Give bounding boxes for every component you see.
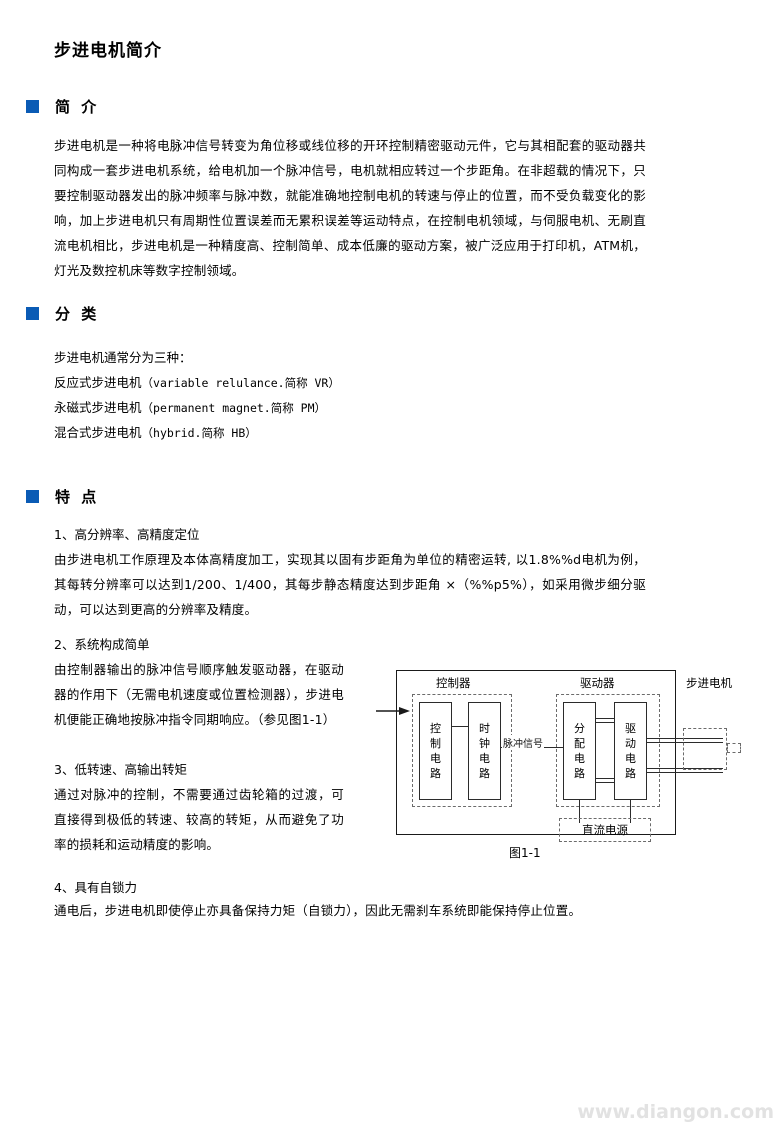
system-outer-box bbox=[396, 670, 676, 835]
feature-2-body: 由控制器输出的脉冲信号顺序触发驱动器，在驱动器的作用下（无需电机速度或位置检测器… bbox=[54, 662, 344, 727]
controller-group-label: 控制器 bbox=[436, 676, 471, 690]
block-drive-circuit-label: 驱动电路 bbox=[625, 722, 636, 780]
stepper-motor-shaft bbox=[727, 743, 741, 753]
section-marker-icon bbox=[26, 490, 39, 503]
pulse-signal-label: 脉冲信号 bbox=[502, 735, 544, 750]
section-title-intro: 简 介 bbox=[55, 98, 100, 116]
classification-item-cn: 反应式步进电机 bbox=[54, 375, 142, 390]
block-distribution-circuit-label: 分配电路 bbox=[574, 722, 585, 780]
driver-group-label: 驱动器 bbox=[580, 676, 615, 690]
classification-lead: 步进电机通常分为三种： bbox=[54, 350, 192, 365]
feature-3-heading: 3、低转速、高输出转矩 bbox=[54, 762, 187, 777]
block-clock-circuit: 时钟电路 bbox=[468, 702, 501, 800]
feature-1-heading: 1、高分辨率、高精度定位 bbox=[54, 527, 200, 542]
classification-item: 反应式步进电机（variable relulance.简称 VR） bbox=[54, 370, 340, 396]
figure-caption: 图1-1 bbox=[509, 846, 541, 860]
section-title-features: 特 点 bbox=[55, 488, 100, 506]
block-clock-circuit-label: 时钟电路 bbox=[479, 722, 490, 780]
input-arrow-icon bbox=[376, 707, 410, 715]
block-dc-power: 直流电源 bbox=[559, 818, 651, 842]
feature-4-body: 通电后，步进电机即使停止亦具备保持力矩（自锁力），因此无需刹车系统即能保持停止位… bbox=[54, 903, 582, 918]
motor-wire-1b bbox=[647, 742, 723, 743]
classification-item: 混合式步进电机（hybrid.简称 HB） bbox=[54, 420, 257, 446]
block-dc-power-label: 直流电源 bbox=[582, 823, 628, 837]
link-dist-drive-top-b bbox=[596, 722, 614, 723]
section-marker-icon bbox=[26, 307, 39, 320]
stepper-motor-label: 步进电机 bbox=[686, 676, 732, 690]
page-title: 步进电机简介 bbox=[54, 41, 162, 61]
classification-item-en: （permanent magnet.简称 PM） bbox=[141, 401, 326, 415]
motor-wire-2b bbox=[647, 772, 723, 773]
link-drive-dcpower bbox=[630, 800, 632, 823]
motor-wire-2a bbox=[647, 768, 723, 769]
classification-item-cn: 混合式步进电机 bbox=[54, 425, 142, 440]
section-marker-icon bbox=[26, 100, 39, 113]
feature-3-body: 通过对脉冲的控制，不需要通过齿轮箱的过渡，可直接得到极低的转速、较高的转矩，从而… bbox=[54, 787, 344, 852]
motor-wire-1a bbox=[647, 738, 723, 739]
block-diagram-figure: 控制器 控制电路 时钟电路 脉冲信号 驱动器 分配电路 驱动电路 直流电源 bbox=[376, 648, 768, 863]
link-dist-drive-bottom-a bbox=[596, 778, 614, 779]
classification-item: 永磁式步进电机（permanent magnet.简称 PM） bbox=[54, 395, 326, 421]
block-distribution-circuit: 分配电路 bbox=[563, 702, 596, 800]
link-dist-drive-top-a bbox=[596, 718, 614, 719]
block-control-circuit: 控制电路 bbox=[419, 702, 452, 800]
block-control-circuit-label: 控制电路 bbox=[430, 722, 441, 780]
feature-1-body: 由步进电机工作原理及本体高精度加工，实现其以固有步距角为单位的精密运转, 以1.… bbox=[54, 552, 646, 617]
driver-group-box bbox=[556, 694, 660, 807]
link-control-clock bbox=[452, 726, 468, 728]
feature-4-heading: 4、具有自锁力 bbox=[54, 880, 137, 895]
section-title-classification: 分 类 bbox=[55, 305, 100, 323]
site-watermark: www.diangon.com bbox=[577, 1101, 774, 1123]
classification-item-en: （hybrid.简称 HB） bbox=[141, 426, 257, 440]
intro-paragraph: 步进电机是一种将电脉冲信号转变为角位移或线位移的开环控制精密驱动元件，它与其相配… bbox=[54, 138, 646, 278]
section-heading-classification: 分 类 bbox=[26, 303, 99, 324]
section-heading-features: 特 点 bbox=[26, 486, 99, 507]
block-drive-circuit: 驱动电路 bbox=[614, 702, 647, 800]
classification-item-en: （variable relulance.简称 VR） bbox=[141, 376, 340, 390]
link-dist-dcpower bbox=[579, 800, 581, 823]
feature-2-heading: 2、系统构成简单 bbox=[54, 637, 150, 652]
link-dist-drive-bottom-b bbox=[596, 782, 614, 783]
stepper-motor-body bbox=[683, 728, 727, 770]
classification-item-cn: 永磁式步进电机 bbox=[54, 400, 142, 415]
section-heading-intro: 简 介 bbox=[26, 96, 99, 117]
controller-group-box bbox=[412, 694, 512, 807]
